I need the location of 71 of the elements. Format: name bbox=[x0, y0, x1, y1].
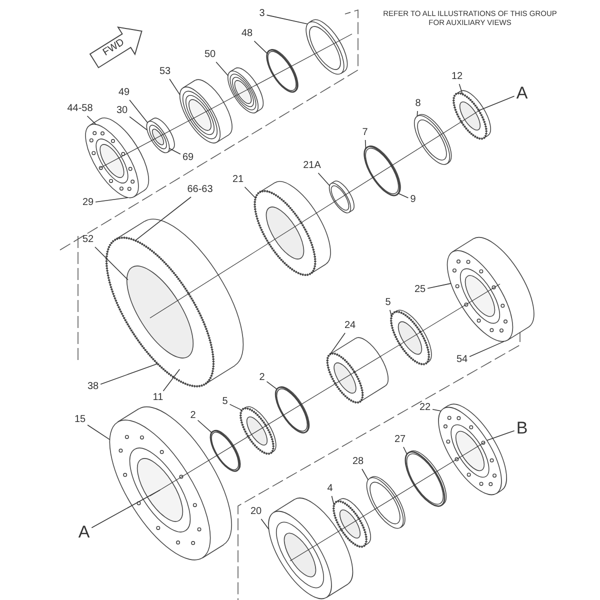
leader-line bbox=[362, 468, 369, 480]
callout-number: 5 bbox=[222, 397, 228, 407]
callout-number: 8 bbox=[415, 99, 421, 109]
callout-number: 30 bbox=[116, 106, 128, 116]
leader-line bbox=[416, 110, 418, 117]
reference-letter: A bbox=[78, 524, 90, 540]
callout-number: 24 bbox=[344, 321, 356, 331]
callout-number: 52 bbox=[82, 235, 94, 245]
leader-line bbox=[216, 62, 228, 76]
leader-line bbox=[168, 148, 181, 154]
leader-line bbox=[95, 197, 128, 202]
leader-line bbox=[169, 78, 180, 96]
leader-line bbox=[162, 368, 180, 392]
leader-line bbox=[364, 140, 366, 149]
callout-number: 27 bbox=[394, 435, 406, 445]
callout-number: 25 bbox=[414, 285, 426, 295]
leader-line bbox=[403, 446, 408, 455]
callout-number: 54 bbox=[456, 355, 468, 365]
leader-line bbox=[94, 246, 128, 280]
callout-number: 28 bbox=[352, 457, 364, 467]
callout-number: 2 bbox=[190, 411, 196, 421]
leader-line bbox=[244, 186, 256, 199]
reference-line bbox=[478, 96, 515, 111]
reference-line bbox=[486, 430, 515, 441]
callout-number: 69 bbox=[182, 153, 194, 163]
leader-line bbox=[87, 424, 110, 440]
callout-number: 9 bbox=[410, 195, 416, 205]
callout-number: 22 bbox=[419, 403, 431, 413]
leader-line bbox=[254, 40, 268, 54]
reference-letter: A bbox=[516, 84, 528, 102]
callout-number: 49 bbox=[118, 88, 130, 98]
callout-number: 44-58 bbox=[67, 104, 93, 114]
callout-number: 38 bbox=[87, 382, 99, 392]
callout-number: 3 bbox=[259, 9, 265, 19]
leader-line bbox=[229, 404, 242, 411]
callout-number: 21A bbox=[303, 161, 321, 171]
callout-number: 5 bbox=[385, 298, 391, 308]
leader-line bbox=[427, 283, 452, 289]
callout-number: 50 bbox=[204, 50, 216, 60]
callout-number: 48 bbox=[241, 29, 253, 39]
callout-number: 20 bbox=[250, 507, 262, 517]
leader-line bbox=[432, 409, 442, 412]
callout-number: 2 bbox=[259, 373, 265, 383]
leader-line bbox=[469, 341, 504, 358]
leader-line bbox=[331, 496, 334, 506]
leader-line bbox=[86, 116, 96, 125]
reference-letter: B bbox=[516, 420, 528, 436]
leader-line bbox=[266, 381, 278, 390]
callout-number: 12 bbox=[451, 72, 463, 82]
leader-line bbox=[197, 420, 212, 433]
arrow-label: FWD bbox=[102, 38, 126, 58]
leader-line bbox=[266, 14, 308, 24]
callout-number: 21 bbox=[232, 175, 244, 185]
callout-number: 53 bbox=[159, 67, 171, 77]
callout-number: 7 bbox=[362, 128, 368, 138]
leader-line bbox=[390, 310, 392, 317]
leader-line bbox=[135, 196, 192, 241]
callout-number: 4 bbox=[327, 484, 333, 494]
leader-line bbox=[318, 172, 330, 186]
callout-number: 11 bbox=[152, 393, 164, 403]
leader-line bbox=[398, 193, 409, 198]
leader-line bbox=[100, 363, 158, 385]
reference-line bbox=[91, 490, 160, 528]
leader-line bbox=[129, 116, 148, 130]
callout-number: 15 bbox=[74, 415, 86, 425]
leader-line bbox=[260, 518, 270, 530]
leader-line bbox=[330, 332, 346, 355]
callout-number: 29 bbox=[82, 198, 94, 208]
leader-line bbox=[129, 100, 148, 123]
leader-line bbox=[458, 84, 463, 94]
callout-number: 66-63 bbox=[187, 185, 213, 195]
